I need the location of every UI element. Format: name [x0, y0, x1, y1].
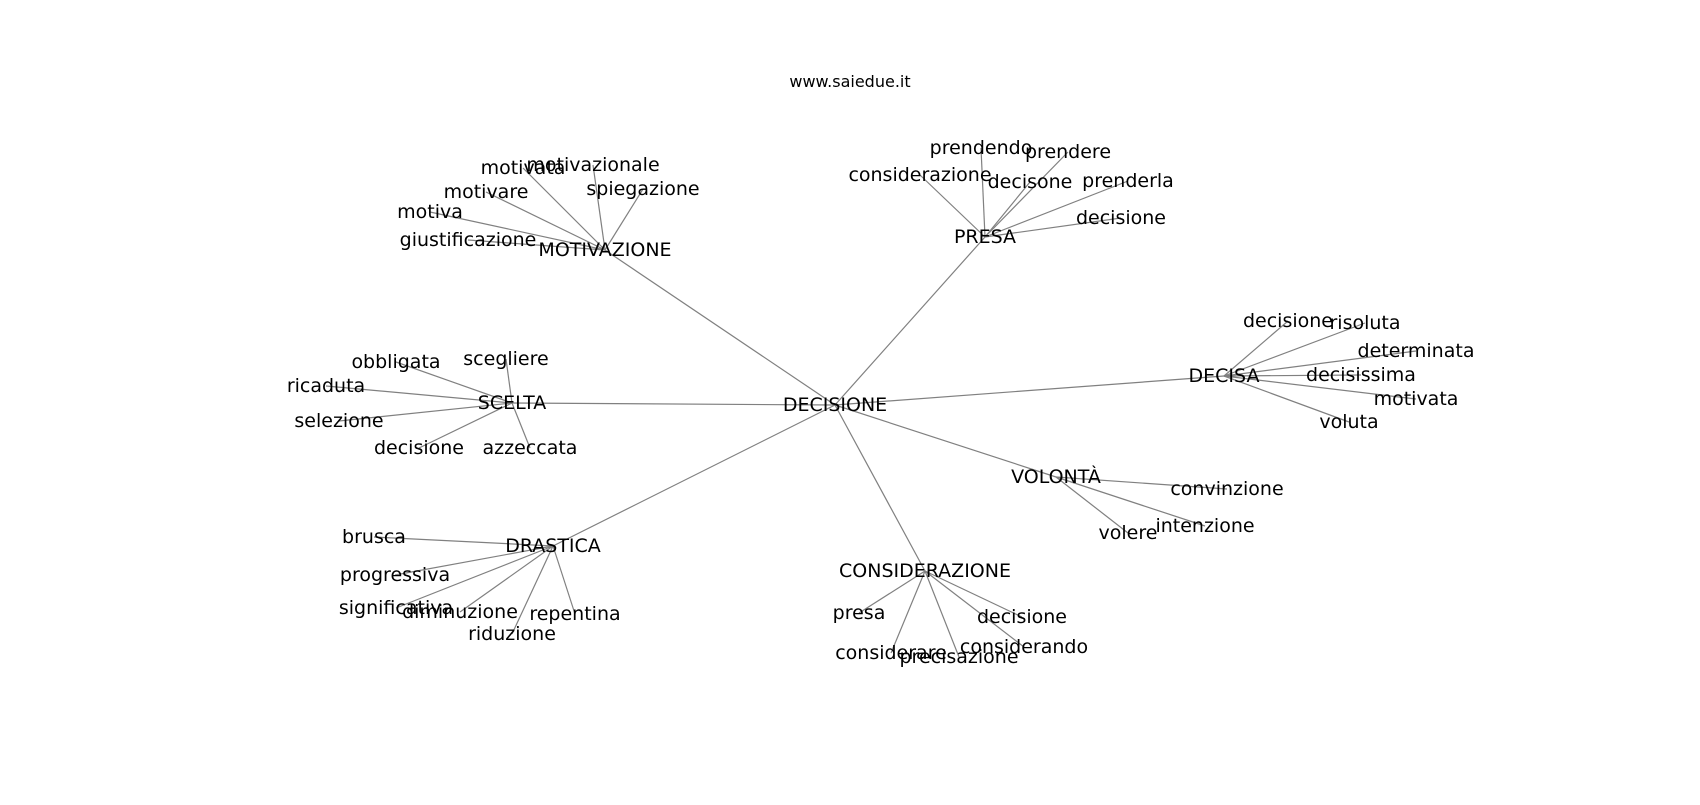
- edge-considerazione-0: [858, 570, 926, 614]
- edge-presa-4: [984, 180, 1129, 238]
- edge-volonta-2: [1055, 476, 1129, 534]
- leaf-node-drastica: significativa: [339, 597, 453, 619]
- leaf-node-considerazione: considerare: [835, 642, 947, 664]
- leaf-node-volonta: intenzione: [1155, 515, 1254, 537]
- edge-drastica-2: [395, 545, 554, 609]
- leaf-node-motivazione: giustificazione: [400, 229, 537, 251]
- leaf-node-decisa: decisissima: [1306, 364, 1416, 386]
- leaf-node-decisa: motivata: [1374, 388, 1459, 410]
- edge-decisa-0: [1223, 320, 1289, 377]
- leaf-node-presa: decisione: [1076, 207, 1166, 229]
- edge-scelta-4: [418, 402, 513, 449]
- leaf-node-decisa: decisione: [1243, 310, 1333, 332]
- leaf-node-scelta: decisione: [374, 437, 464, 459]
- leaf-node-considerazione: decisione: [977, 606, 1067, 628]
- edge-motivazione-0: [522, 167, 606, 251]
- leaf-node-presa: decisone: [988, 171, 1073, 193]
- edge-motivazione-3: [604, 188, 644, 251]
- leaf-node-presa: prendendo: [930, 137, 1033, 159]
- leaf-node-motivazione: motivata: [481, 157, 566, 179]
- group-node-volonta: VOLONTÀ: [1011, 465, 1101, 488]
- edge-root-considerazione: [834, 404, 926, 572]
- leaf-node-drastica: repentina: [529, 603, 620, 625]
- edge-scelta-2: [325, 385, 513, 404]
- edge-motivazione-2: [485, 191, 606, 251]
- group-node-considerazione: CONSIDERAZIONE: [839, 560, 1011, 582]
- edge-volonta-0: [1055, 476, 1228, 490]
- leaf-node-decisa: voluta: [1319, 411, 1378, 433]
- edge-scelta-5: [511, 402, 531, 449]
- leaf-node-motivazione: spiegazione: [586, 178, 699, 200]
- edge-root-presa: [834, 236, 986, 406]
- leaf-node-decisa: determinata: [1358, 340, 1475, 362]
- leaf-node-presa: prenderla: [1082, 170, 1174, 192]
- group-node-drastica: DRASTICA: [505, 535, 601, 557]
- edge-root-scelta: [511, 402, 836, 406]
- leaf-node-scelta: azzeccata: [483, 437, 578, 459]
- edge-considerazione-4: [924, 570, 960, 658]
- edge-layer: [325, 147, 1417, 658]
- leaf-node-scelta: ricaduta: [287, 375, 365, 397]
- leaf-node-drastica: progressiva: [340, 564, 450, 586]
- leaf-node-scelta: obbligata: [351, 351, 440, 373]
- leaf-node-motivazione: motivazionale: [526, 154, 659, 176]
- edge-considerazione-3: [890, 570, 926, 654]
- leaf-node-scelta: selezione: [294, 410, 383, 432]
- edge-root-motivazione: [604, 249, 836, 406]
- edge-drastica-0: [373, 536, 554, 547]
- edge-presa-1: [984, 151, 1069, 238]
- edge-motivazione-1: [592, 164, 606, 251]
- edge-decisa-2: [1223, 350, 1417, 377]
- edge-decisa-3: [1223, 374, 1362, 377]
- leaf-node-considerazione: precisazione: [899, 646, 1018, 668]
- edge-decisa-5: [1223, 375, 1350, 423]
- edge-decisa-1: [1223, 322, 1366, 377]
- edge-presa-0: [980, 147, 986, 238]
- edge-considerazione-2: [924, 570, 1025, 648]
- edge-root-drastica: [552, 404, 836, 547]
- leaf-node-scelta: scegliere: [463, 348, 548, 370]
- leaf-node-motivazione: motiva: [397, 201, 463, 223]
- edge-motivazione-5: [467, 239, 606, 251]
- leaf-node-motivazione: motivare: [444, 181, 529, 203]
- edge-scelta-0: [395, 361, 513, 404]
- leaf-node-drastica: riduzione: [468, 623, 556, 645]
- leaf-node-presa: prendere: [1025, 141, 1111, 163]
- group-node-decisa: DECISA: [1189, 365, 1260, 387]
- edge-root-decisa: [834, 375, 1225, 406]
- edge-presa-5: [984, 217, 1122, 238]
- leaf-node-drastica: brusca: [342, 526, 406, 548]
- edge-considerazione-1: [924, 570, 1023, 618]
- root-node: DECISIONE: [783, 394, 887, 416]
- group-node-presa: PRESA: [954, 226, 1016, 248]
- group-node-motivazione: MOTIVAZIONE: [538, 239, 671, 261]
- leaf-node-decisa: risoluta: [1329, 312, 1400, 334]
- edge-volonta-1: [1055, 476, 1206, 527]
- edge-scelta-1: [505, 358, 513, 404]
- edge-decisa-4: [1223, 375, 1417, 400]
- group-node-scelta: SCELTA: [478, 392, 546, 414]
- leaf-node-volonta: volere: [1099, 522, 1158, 544]
- leaf-node-drastica: diminuzione: [402, 601, 518, 623]
- leaf-node-volonta: convinzione: [1170, 478, 1283, 500]
- leaf-node-considerazione: considerando: [960, 636, 1088, 658]
- watermark: www.saiedue.it: [789, 72, 911, 91]
- edge-presa-2: [919, 174, 986, 238]
- leaf-node-presa: considerazione: [848, 164, 991, 186]
- edge-drastica-5: [511, 545, 554, 635]
- edge-motivazione-4: [429, 211, 606, 251]
- edge-presa-3: [984, 181, 1031, 238]
- edge-root-volonta: [834, 404, 1057, 478]
- edge-scelta-3: [338, 402, 513, 422]
- edge-drastica-4: [552, 545, 576, 615]
- leaf-node-considerazione: presa: [833, 602, 886, 624]
- edge-drastica-3: [459, 545, 554, 613]
- edge-drastica-1: [394, 545, 554, 576]
